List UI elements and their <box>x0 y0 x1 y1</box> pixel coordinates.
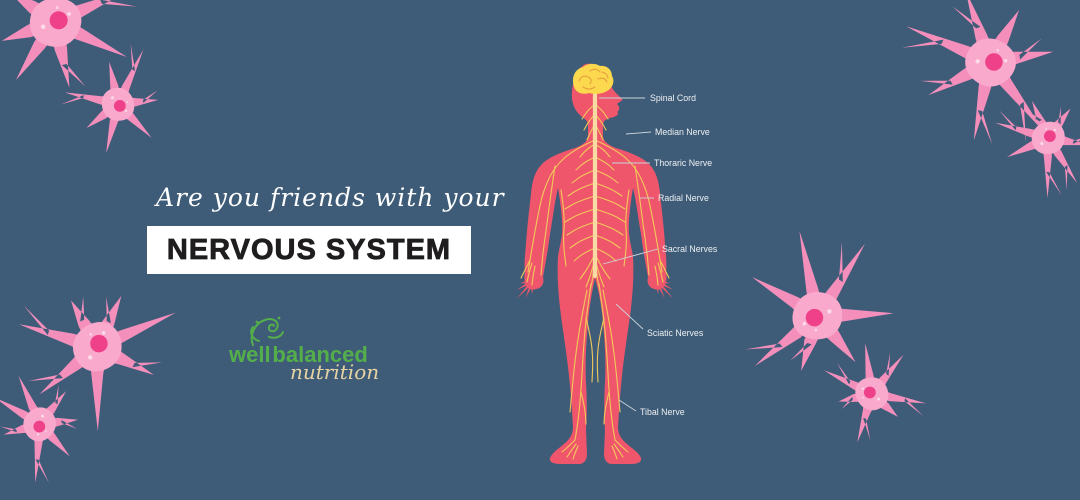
nerve-lines <box>520 90 670 460</box>
logo-tagline: nutrition <box>290 360 380 384</box>
neuron-illustration <box>744 231 894 371</box>
label-radial-nerve: Radial Nerve <box>658 193 709 203</box>
neuron-illustration <box>18 295 176 432</box>
neuron-illustration <box>995 100 1080 199</box>
label-thoraric-nerve: Thoraric Nerve <box>654 158 712 168</box>
neuron-illustration <box>824 343 926 443</box>
neuron-illustration <box>1 0 137 88</box>
label-tibal-nerve: Tibal Nerve <box>640 407 685 417</box>
neuron-illustration <box>0 375 79 484</box>
logo-wordmark: well balanced <box>229 342 368 368</box>
leader-line-median-nerve <box>625 131 652 135</box>
headline-title-banner: NERVOUS SYSTEM <box>147 226 471 274</box>
brain-illustration <box>573 63 614 94</box>
neuron-illustration <box>60 43 159 154</box>
diagram-annotations: Spinal Cord Median Nerve Thoraric Nerve … <box>599 93 718 417</box>
label-median-nerve: Median Nerve <box>655 127 710 137</box>
logo-word-well: well <box>229 342 271 367</box>
leader-line-tibal-nerve <box>618 399 637 412</box>
logo-flourish-icon <box>250 316 284 346</box>
leader-line-sacral-nerves <box>602 248 659 265</box>
label-spinal-cord: Spinal Cord <box>650 93 696 103</box>
headline-script: Are you friends with your <box>156 183 505 212</box>
nervous-system-diagram: Spinal Cord Median Nerve Thoraric Nerve … <box>516 63 718 464</box>
label-sciatic-nerves: Sciatic Nerves <box>647 328 704 338</box>
label-sacral-nerves: Sacral Nerves <box>662 244 718 254</box>
neuron-illustration <box>901 0 1054 145</box>
brand-logo: well balanced nutrition <box>228 314 408 390</box>
leader-line-sciatic-nerves <box>615 303 644 330</box>
headline-title: NERVOUS SYSTEM <box>166 233 452 266</box>
logo-word-balanced: balanced <box>272 342 368 367</box>
